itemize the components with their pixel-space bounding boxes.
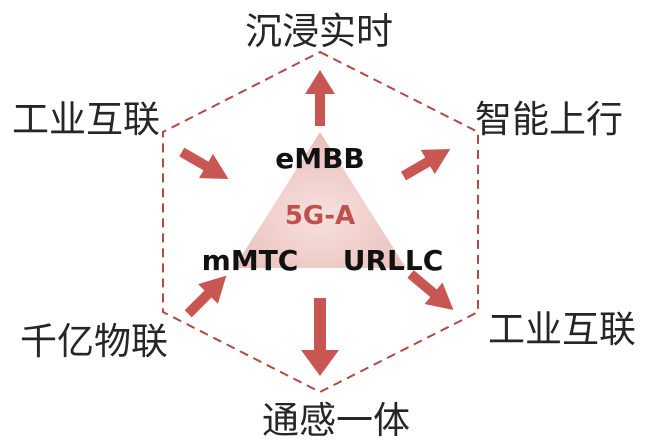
outer-label-top-left: 工业互联: [12, 98, 160, 141]
hexagon-outline: [162, 50, 479, 394]
mode-label-mmtc: mMTC: [202, 244, 299, 277]
arrow-down-right: [407, 270, 454, 310]
mode-label-urllc: URLLC: [343, 244, 444, 277]
arrow-down: [301, 298, 339, 376]
arrow-up-left: [179, 147, 229, 179]
outer-label-bottom-right: 工业互联: [488, 308, 636, 351]
arrow-down-left: [184, 275, 227, 318]
arrow-up-right: [400, 149, 451, 181]
outer-label-top-right: 智能上行: [475, 98, 623, 141]
outer-label-bottom: 通感一体: [262, 399, 410, 442]
outer-label-bottom-left: 千亿物联: [20, 320, 168, 363]
mode-label-embb: eMBB: [275, 142, 365, 175]
core-triangle: [234, 132, 406, 268]
center-label: 5G-A: [285, 201, 355, 231]
arrow-up: [305, 70, 335, 126]
outer-label-top: 沉浸实时: [245, 10, 393, 53]
